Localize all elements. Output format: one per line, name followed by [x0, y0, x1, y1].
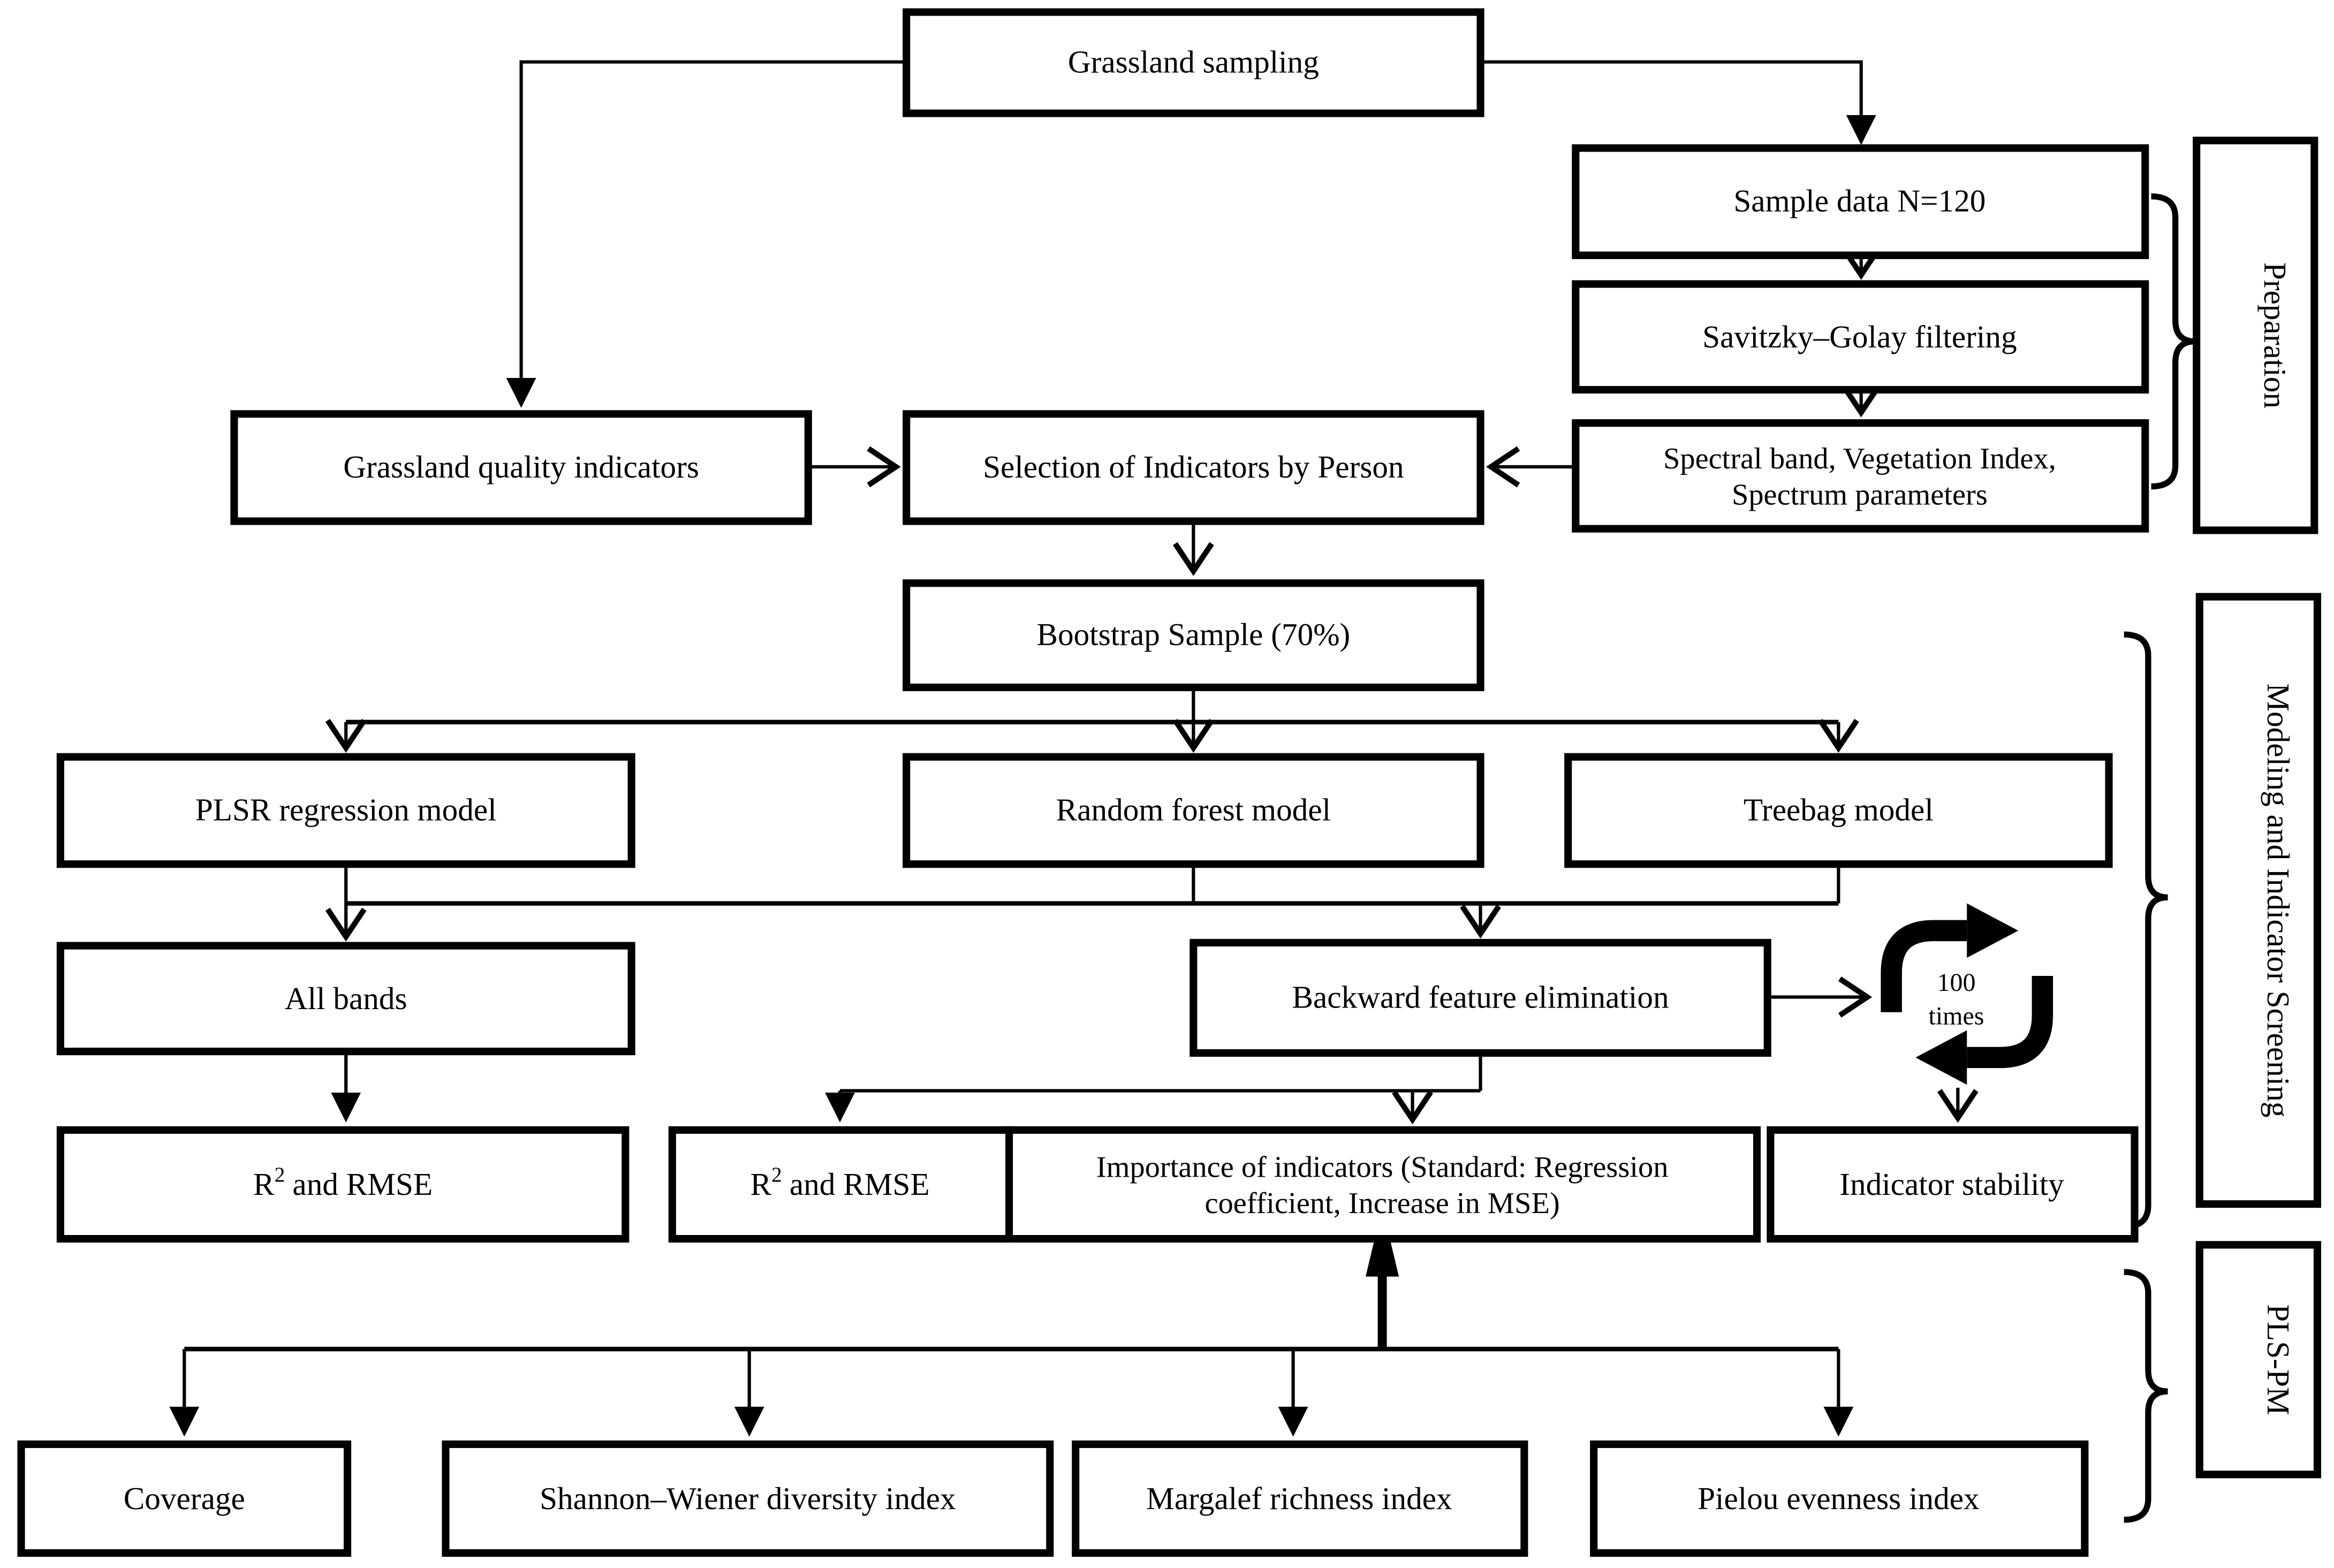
node-plsr-model-label: PLSR regression model — [195, 792, 497, 827]
node-shannon-wiener-label: Shannon–Wiener diversity index — [540, 1481, 956, 1516]
node-selection-of-indicators-box — [903, 410, 1484, 525]
node-indicator-stability-label: Indicator stability — [1839, 1166, 2064, 1202]
node-grassland-sampling-box — [903, 8, 1484, 117]
node-all-bands-box — [56, 942, 635, 1056]
node-bootstrap-sample: Bootstrap Sample (70%) — [903, 579, 1484, 692]
node-spectral-parameters-line1: Spectral band, Vegetation Index, — [1663, 442, 2056, 475]
loop-count-label: 100 — [1937, 968, 1976, 997]
node-spectral-parameters-line2: Spectrum parameters — [1732, 479, 1988, 512]
loop-top-arrowhead — [1967, 903, 2019, 958]
brace-modeling — [2124, 631, 2168, 1230]
loop-bottom-arc — [1967, 976, 2053, 1069]
node-sample-data: Sample data N=120 — [1572, 144, 2149, 259]
edge-sampling-to-gqi — [506, 60, 907, 408]
node-importance-line2: coefficient, Increase in MSE) — [1205, 1187, 1560, 1220]
loop-top-arc — [1881, 920, 1967, 1012]
node-pielou-evenness-label: Pielou evenness index — [1698, 1481, 1980, 1516]
node-savitzky-golay-box — [1572, 280, 2149, 394]
node-grassland-quality-indicators-box — [230, 410, 812, 525]
node-savitzky-golay: Savitzky–Golay filtering — [1572, 280, 2149, 394]
stage-modeling-screening-box — [2195, 593, 2322, 1208]
node-backward-feature-elimination-box — [1189, 938, 1771, 1057]
node-spectral-parameters: Spectral band, Vegetation Index, Spectru… — [1572, 419, 2149, 533]
node-grassland-sampling: Grassland sampling — [903, 8, 1484, 117]
loop-times-label: times — [1929, 1002, 1984, 1030]
node-coverage: Coverage — [17, 1440, 352, 1557]
node-treebag-model-label: Treebag model — [1744, 792, 1934, 827]
node-sample-data-box — [1572, 144, 2149, 259]
node-random-forest-model-label: Random forest model — [1056, 792, 1331, 827]
node-sample-data-label: Sample data N=120 — [1733, 183, 1986, 218]
loop-100-times-icon: 100 times — [1881, 903, 2053, 1085]
stage-plspm-box — [2195, 1241, 2322, 1479]
node-shannon-wiener: Shannon–Wiener diversity index — [442, 1440, 1054, 1557]
node-treebag-model: Treebag model — [1564, 753, 2113, 868]
stage-modeling-screening: Modeling and Indicator Screening — [2195, 593, 2322, 1208]
node-importance-of-indicators: Importance of indicators (Standard: Regr… — [1005, 1126, 1761, 1243]
node-margalef-richness: Margalef richness index — [1072, 1440, 1528, 1557]
node-margalef-richness-label: Margalef richness index — [1146, 1481, 1452, 1516]
stage-preparation: Preparation — [2193, 137, 2318, 534]
node-coverage-box — [17, 1440, 352, 1557]
node-treebag-model-box — [1564, 753, 2113, 868]
node-bootstrap-sample-box — [903, 579, 1484, 692]
node-indicator-stability-box — [1767, 1126, 2139, 1243]
node-r2-rmse-left-box — [56, 1126, 630, 1243]
node-importance-of-indicators-box — [1005, 1126, 1761, 1243]
edge-sampling-to-sample-data — [1480, 60, 1876, 145]
node-backward-feature-elimination-label: Backward feature elimination — [1292, 979, 1669, 1014]
node-random-forest-model: Random forest model — [903, 753, 1484, 868]
node-all-bands-label: All bands — [285, 981, 407, 1016]
node-plsr-model-box — [56, 753, 635, 868]
node-spectral-parameters-box — [1572, 419, 2149, 533]
node-shannon-wiener-box — [442, 1440, 1054, 1557]
node-coverage-label: Coverage — [124, 1481, 245, 1516]
node-grassland-quality-indicators: Grassland quality indicators — [230, 410, 812, 525]
node-savitzky-golay-label: Savitzky–Golay filtering — [1702, 319, 2017, 354]
stage-preparation-label: Preparation — [2257, 262, 2293, 408]
stage-plspm: PLS-PM — [2195, 1241, 2322, 1479]
brace-plspm — [2124, 1269, 2168, 1523]
node-grassland-quality-indicators-label: Grassland quality indicators — [343, 449, 699, 484]
node-all-bands: All bands — [56, 942, 635, 1056]
node-importance-line1: Importance of indicators (Standard: Regr… — [1096, 1150, 1669, 1184]
node-pielou-evenness-box — [1590, 1440, 2089, 1557]
node-selection-of-indicators: Selection of Indicators by Person — [903, 410, 1484, 525]
node-margalef-richness-box — [1072, 1440, 1528, 1557]
node-pielou-evenness: Pielou evenness index — [1590, 1440, 2089, 1557]
stage-preparation-box — [2193, 137, 2318, 534]
brace-preparation — [2151, 193, 2195, 490]
node-random-forest-model-box — [903, 753, 1484, 868]
stage-modeling-screening-label: Modeling and Indicator Screening — [2261, 683, 2296, 1117]
node-selection-of-indicators-label: Selection of Indicators by Person — [983, 449, 1404, 484]
loop-bottom-arrowhead — [1915, 1030, 1967, 1085]
node-plsr-model: PLSR regression model — [56, 753, 635, 868]
node-bootstrap-sample-label: Bootstrap Sample (70%) — [1036, 617, 1350, 652]
node-indicator-stability: Indicator stability — [1767, 1126, 2139, 1243]
stage-plspm-label: PLS-PM — [2261, 1304, 2296, 1415]
node-grassland-sampling-label: Grassland sampling — [1068, 44, 1319, 79]
node-backward-feature-elimination: Backward feature elimination — [1189, 938, 1771, 1057]
